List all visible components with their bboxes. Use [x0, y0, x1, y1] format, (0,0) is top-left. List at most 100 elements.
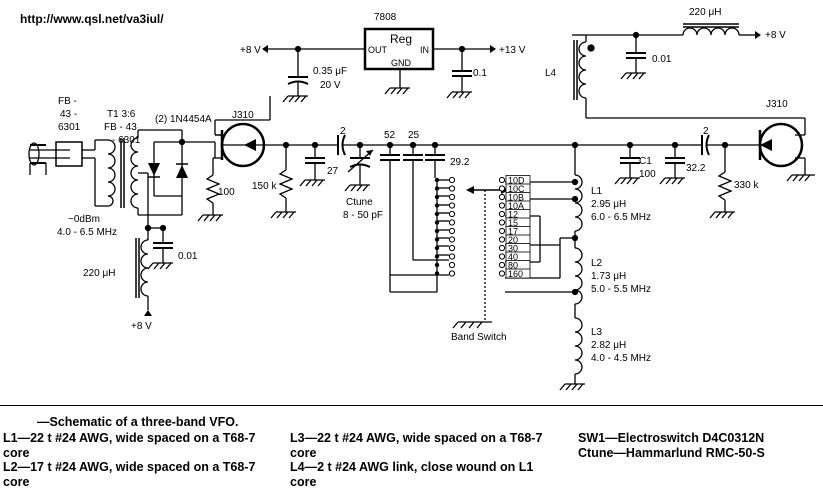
switch-contact-left — [448, 193, 456, 201]
label-c1: C1 — [639, 156, 652, 167]
label-t1-3: - 6301 — [112, 135, 141, 146]
arrow-v13 — [490, 45, 496, 53]
label-l4: L4 — [545, 68, 557, 79]
band-label: 15 — [508, 218, 518, 228]
junction-dot — [434, 254, 440, 259]
band-label-box — [505, 268, 531, 279]
resistor-330k — [717, 171, 733, 201]
label-c29: 29.2 — [450, 157, 470, 168]
caption-l2-core: core — [3, 475, 30, 489]
switch-contact-left — [448, 244, 456, 252]
caption-l3-core: core — [290, 446, 317, 460]
caption-l1-core: core — [3, 446, 30, 460]
label-j310-right: J310 — [766, 99, 788, 110]
arrow-v8-left — [262, 45, 268, 53]
label-fb-3: 6301 — [58, 122, 81, 133]
label-v8-bottom: +8 V — [131, 321, 152, 332]
switch-contact-right — [498, 176, 506, 184]
resistor-100 — [205, 174, 221, 204]
label-c27: 27 — [327, 166, 339, 177]
label-cap-001-top: 0.01 — [652, 54, 672, 65]
inductor-220uh-top — [682, 27, 740, 36]
switch-contact-left — [448, 185, 456, 192]
caption-l1: L1—22 t #24 AWG, wide spaced on a T68-7 — [3, 431, 256, 445]
band-label: 12 — [508, 210, 518, 220]
caption-ctune: Ctune—Hammarlund RMC-50-S — [578, 446, 765, 460]
label-diodes: (2) 1N4454A — [155, 114, 212, 125]
band-label: 20 — [508, 235, 518, 245]
switch-contact-left — [448, 227, 456, 235]
label-r100: 100 — [218, 187, 235, 198]
label-c25: 25 — [408, 130, 420, 141]
label-j310-left: J310 — [232, 110, 254, 121]
junction-dot — [434, 177, 440, 183]
label-cap-035: 0.35 μF — [313, 66, 347, 77]
switch-contact-right — [498, 261, 506, 269]
resistor-150k — [278, 169, 294, 199]
switch-contact-left — [448, 210, 456, 218]
band-label: 30 — [508, 244, 518, 254]
switch-contact-left — [448, 270, 456, 277]
label-c1-val: 100 — [639, 169, 656, 180]
ferrite-bead — [55, 141, 83, 167]
label-l1-val: 2.95 μH — [591, 199, 626, 210]
label-l3: L3 — [591, 327, 603, 338]
label-l3-freq: 4.0 - 4.5 MHz — [591, 353, 651, 364]
label-fb-2: 43 - — [60, 109, 77, 120]
switch-contact-right — [498, 185, 506, 192]
switch-contact-left — [448, 219, 456, 226]
switch-contact-right — [498, 210, 506, 218]
switch-contact-right — [498, 202, 506, 209]
junction-dot — [434, 237, 440, 242]
junction-dot — [434, 245, 440, 251]
inductor-l1 — [574, 174, 583, 232]
label-cap-01-reg: 0.1 — [473, 68, 487, 79]
label-v8-left: +8 V — [240, 45, 261, 56]
label-l3-val: 2.82 μH — [591, 340, 626, 351]
band-label: 160 — [508, 269, 523, 279]
band-label: 10B — [508, 193, 524, 203]
label-l1: L1 — [591, 186, 603, 197]
caption-l4-core: core — [290, 475, 317, 489]
band-label: 10C — [508, 184, 525, 194]
label-fb-1: FB - — [58, 96, 77, 107]
label-l220-left: 220 μH — [83, 268, 115, 279]
switch-contact-right — [498, 236, 506, 243]
switch-contact-right — [498, 244, 506, 252]
label-c52: 52 — [384, 130, 396, 141]
switch-contact-right — [498, 227, 506, 235]
label-l2: L2 — [591, 258, 603, 269]
caption-l2: L2—17 t #24 AWG, wide spaced on a T68-7 — [3, 460, 256, 474]
junction-dot — [434, 271, 440, 276]
junction-dot — [434, 211, 440, 217]
switch-contact-right — [498, 270, 506, 277]
label-r330k: 330 k — [734, 180, 759, 191]
label-c2-right: 2 — [703, 126, 709, 137]
label-c001-left: 0.01 — [178, 251, 198, 262]
label-t1-2: FB - 43 — [104, 122, 137, 133]
junction-dot — [434, 203, 440, 208]
label-c32: 32.2 — [686, 163, 706, 174]
label-reg-name: Reg — [390, 32, 412, 46]
label-r150k: 150 k — [252, 181, 277, 192]
label-t1-1: T1 3:6 — [107, 109, 136, 120]
label-reg-in: IN — [420, 45, 429, 55]
label-reg-part: 7808 — [374, 12, 397, 23]
band-label: 10D — [508, 176, 525, 186]
inductor-l3 — [574, 317, 583, 375]
diode-2 — [176, 165, 188, 178]
label-l-220-top: 220 μH — [689, 7, 721, 18]
junction-dot — [434, 186, 440, 191]
diode-1 — [148, 163, 160, 176]
junction-dot — [434, 220, 440, 225]
switch-contact-right — [498, 253, 506, 260]
label-l1-freq: 6.0 - 6.5 MHz — [591, 212, 651, 223]
source-url: http://www.qsl.net/va3iul/ — [20, 12, 164, 26]
band-label: 80 — [508, 261, 518, 271]
junction-dot — [434, 262, 440, 268]
junction-dot — [434, 228, 440, 234]
caption-divider — [0, 405, 823, 406]
caption-l4: L4—2 t #24 AWG link, close wound on L1 — [290, 460, 534, 474]
